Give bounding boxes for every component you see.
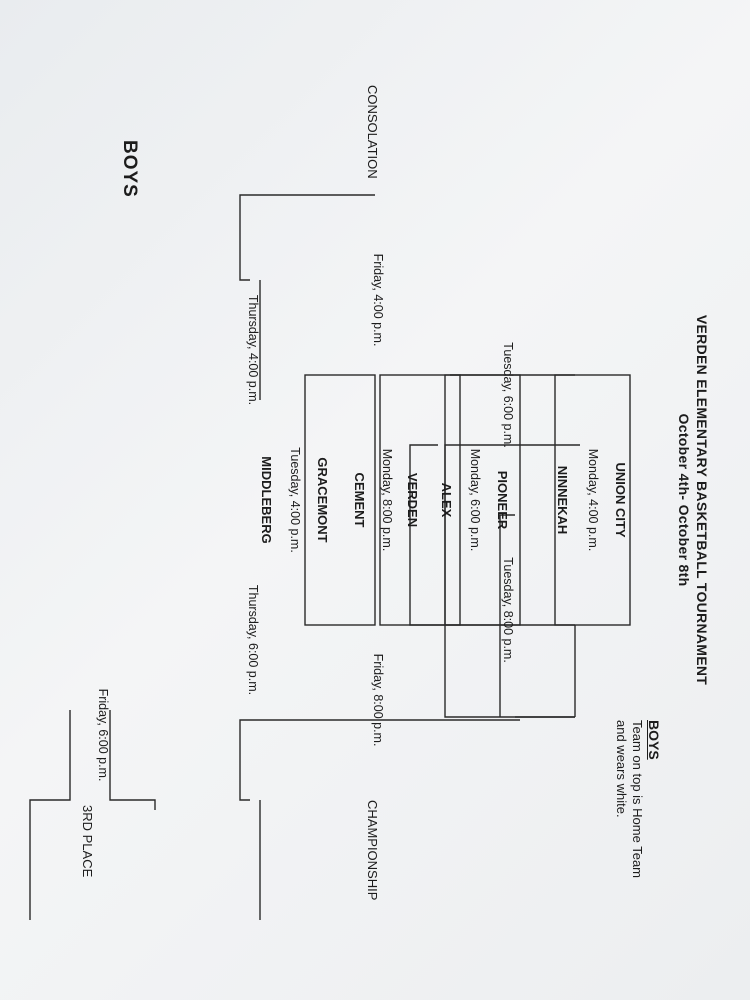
game-mon6: Monday, 6:00 p.m. bbox=[468, 448, 482, 552]
line-winners-2 bbox=[444, 444, 580, 718]
tournament-title: VERDEN ELEMENTARY BASKETBALL TOURNAMENT bbox=[694, 314, 710, 686]
game-fri4: Friday, 4:00 p.m. bbox=[371, 253, 385, 347]
game-thu6: Thursday, 6:00 p.m. bbox=[246, 584, 260, 696]
game-tue8: Tuesday, 8:00 p.m. bbox=[501, 557, 515, 663]
note-heading: BOYS bbox=[646, 720, 662, 760]
team-cement: CEMENT bbox=[352, 472, 367, 528]
box-gracemont-middleberg bbox=[304, 374, 376, 626]
game-fri6: Friday, 6:00 p.m. bbox=[96, 688, 110, 782]
consolation-label: CONSOLATION bbox=[365, 85, 380, 179]
box-union-city-ninnekah bbox=[554, 374, 631, 626]
team-pioneer: PIONEER bbox=[495, 470, 510, 530]
game-tue4: Tuesday, 4:00 p.m. bbox=[288, 447, 302, 553]
championship-label: CHAMPIONSHIP bbox=[365, 800, 380, 901]
team-alex: ALEX bbox=[439, 482, 454, 518]
game-mon4: Monday, 4:00 p.m. bbox=[586, 448, 600, 552]
line-championship-leg bbox=[239, 719, 520, 801]
boys-label: BOYS bbox=[119, 140, 140, 198]
team-middleberg: MIDDLEBERG bbox=[259, 456, 274, 544]
note-line-2: and wears white. bbox=[614, 720, 629, 818]
third-place-label: 3RD PLACE bbox=[80, 805, 95, 878]
game-thu4: Thursday, 4:00 p.m. bbox=[246, 294, 260, 406]
tournament-dates: October 4th- October 8th bbox=[676, 413, 692, 587]
team-gracemont: GRACEMONT bbox=[315, 457, 330, 543]
game-fri8: Friday, 8:00 p.m. bbox=[371, 653, 385, 747]
team-verden: VERDEN bbox=[405, 472, 420, 528]
team-union-city: UNION CITY bbox=[613, 462, 628, 538]
team-ninnekah: NINNEKAH bbox=[555, 465, 570, 535]
game-tue6: Tuesday, 6:00 p.m. bbox=[501, 342, 515, 448]
line-consolation-leg bbox=[239, 194, 375, 281]
line-winners-lower-1 bbox=[409, 444, 438, 626]
note-line-1: Team on top is Home Team bbox=[630, 720, 645, 878]
line-third-place-b bbox=[29, 710, 71, 920]
line-third-place-a bbox=[109, 710, 156, 810]
game-mon8: Monday, 8:00 p.m. bbox=[380, 448, 394, 552]
line-winners-4 bbox=[499, 514, 515, 717]
